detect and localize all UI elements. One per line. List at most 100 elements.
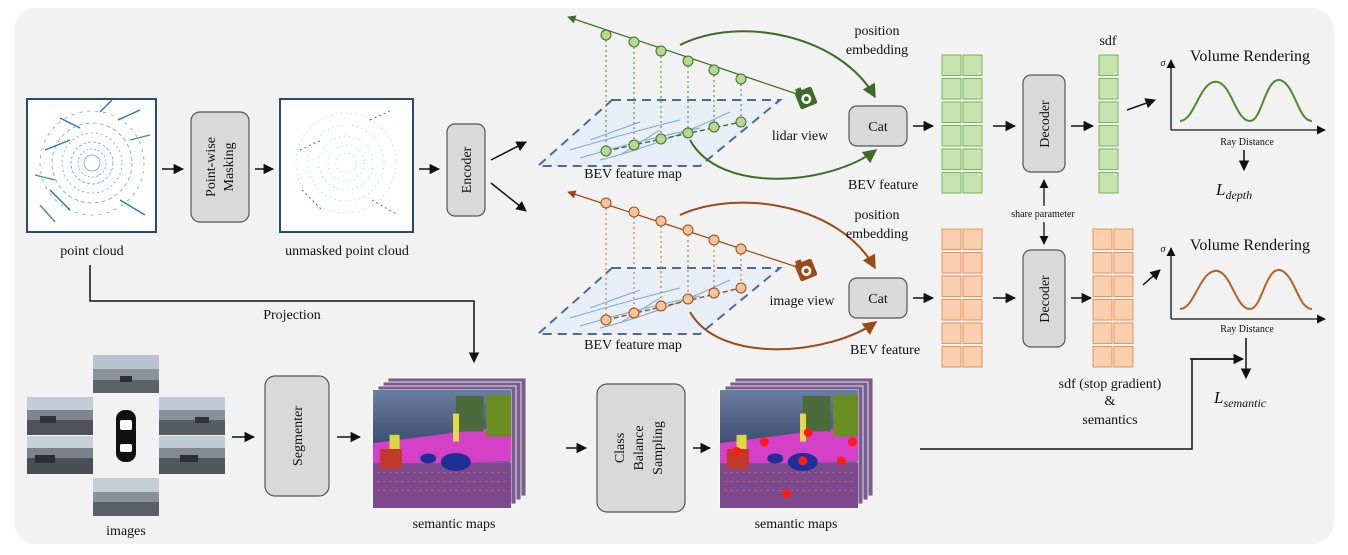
encoder-box: Encoder [446,123,486,217]
semantic-cell [1092,228,1113,250]
cat-top-label: Cat [868,120,888,135]
segmenter-label: Segmenter [291,406,306,466]
arrow-position-embedding-top [679,30,876,99]
feature-cell [962,101,983,123]
bev-feature-bottom-label: BEV feature [850,343,920,358]
decoder-box-top: Decoder [1022,74,1066,173]
feature-cell [941,148,962,170]
arrow-position-embedding-bottom [679,201,876,270]
volume-rendering-top-label: Volume Rendering [1190,48,1310,65]
feature-cell [962,148,983,170]
image-ray [567,190,798,326]
feature-cell [941,125,962,147]
semantic-cell [1113,228,1134,250]
lidar-view-label: lidar view [772,129,829,144]
feature-cell [941,78,962,100]
feature-cell [962,252,983,274]
position-embedding-bottom-1: position [854,208,899,223]
tree-region [455,396,484,432]
feature-cell [962,322,983,344]
arrow-bev-feature-bottom [689,311,878,351]
road-region [720,463,858,508]
feature-grid-top [941,54,983,194]
l-depth-base: L [1215,180,1225,199]
feature-cell [941,299,962,321]
feature-cell [962,346,983,368]
semantic-maps-1-label: semantic maps [413,517,496,532]
feature-cell [962,299,983,321]
sdf-cell [1098,172,1119,194]
arrow-sdf-to-rendering [1126,98,1156,111]
semantic-cell [1092,299,1113,321]
position-embedding-top-1: position [854,24,899,39]
ampersand-label: & [1105,394,1116,409]
feature-cell [941,172,962,194]
bev-feature-map-top [535,99,783,167]
ray-distance-top-label: Ray Distance [1220,137,1274,148]
camera-back-left [27,436,93,474]
semantic-cell [1092,346,1113,368]
unmasked-point-cloud-label: unmasked point cloud [285,244,409,259]
image-view-label: image view [770,294,836,309]
encoder-label: Encoder [460,146,475,193]
feature-grid-bottom [941,228,983,368]
cat-box-top: Cat [848,105,908,147]
sampled-point [732,446,742,456]
position-embedding-bottom-2: embedding [846,227,908,242]
images-label: images [106,524,146,539]
semantics-label: semantics [1082,413,1137,428]
semantic-cell [1092,322,1113,344]
feature-cell [941,101,962,123]
sampled-point [847,437,857,447]
bev-feature-map-top-label: BEV feature map [584,167,682,182]
semantic-cell [1113,346,1134,368]
unmasked-point-cloud-image [279,98,414,233]
feature-cell [941,252,962,274]
camera-back-right [159,436,225,474]
l-semantic-sub: semantic [1223,396,1266,410]
volume-rendering-bottom-label: Volume Rendering [1190,237,1310,254]
car-region [420,453,437,464]
pedestrian-region [379,449,402,469]
class-balance-sampling-box: Class Balance Sampling [596,383,686,513]
image-camera-icon [794,258,818,282]
cat-bottom-label: Cat [868,292,888,307]
volume-rendering-plot-top [1166,59,1326,135]
l-semantic-base: L [1213,388,1223,407]
road-region [373,463,511,508]
bev-feature-top-label: BEV feature [848,178,918,193]
cat-box-bottom: Cat [848,277,908,319]
feature-cell [962,54,983,76]
feature-cell [941,228,962,250]
feature-cell [962,275,983,297]
sampled-point [836,456,846,466]
multi-camera-images [27,355,225,516]
arrow-encoder-to-image-branch [490,182,527,212]
sdf-column [1098,54,1119,194]
sign-region [389,434,400,451]
arrow-projection [89,265,480,364]
decoder-box-bottom: Decoder [1022,249,1066,348]
pole-region [800,413,807,442]
vegetation-region [486,395,511,437]
feature-cell [962,228,983,250]
decoder-top-label: Decoder [1038,100,1053,148]
masking-label-2: Masking [222,143,237,192]
camera-front-left [27,397,93,435]
semantic-cell [1113,299,1134,321]
feature-cell [941,275,962,297]
camera-front [93,355,159,393]
camera-front-right [159,397,225,435]
position-embedding-top-2: embedding [846,43,908,58]
sigma-top-label: σ [1161,58,1167,69]
point-cloud-label: point cloud [60,244,123,259]
l-semantic-label: Lsemantic [1213,388,1267,410]
l-depth-label: Ldepth [1215,180,1252,202]
semantic-cell [1113,275,1134,297]
feature-cell [962,78,983,100]
pole-region [453,413,460,442]
car-region [440,452,471,471]
tree-region [802,396,831,432]
